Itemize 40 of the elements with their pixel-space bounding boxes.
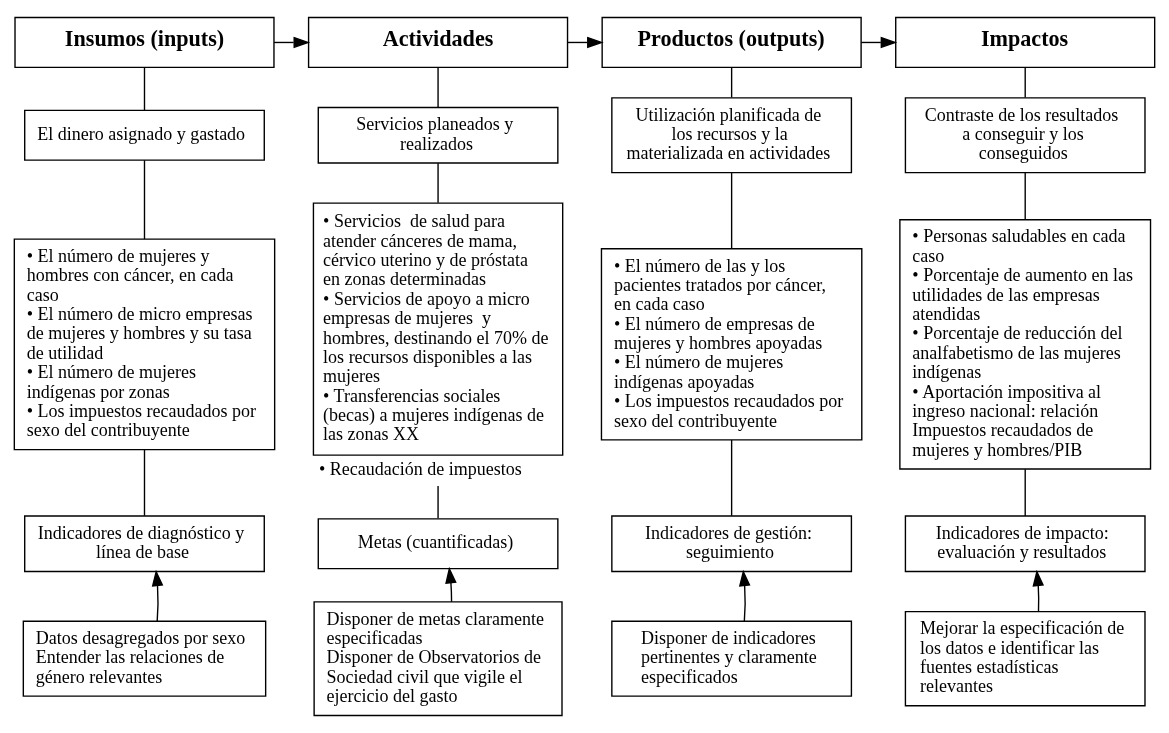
connector [730, 66, 733, 99]
node-box: Disponer de indicadores pertinentes y claramente especificados [611, 620, 853, 697]
arrow [445, 566, 457, 603]
node-box: • El número de mujeres y hombres con cáncer, en cada caso • El número de micro empresas de mujeres y hombres y su tasa de utilidad • El número de mujeres indígenas por zonas • Los impuestos recaudados por sexo del contribuyente [13, 238, 276, 451]
node-box: Indicadores de diagnóstico y línea de base [24, 515, 265, 573]
connector [730, 439, 733, 517]
node-box: • Servicios de salud para atender cánceres de mama, cérvico uterino y de próstata en zonas determinadas • Servicios de apoyo a micro empresas de mujeres y hombres, destinando el 70% de los recursos disponibles a las mujeres • Transferencias sociales (becas) a mujeres indígenas de las zonas XX [312, 202, 564, 456]
connector [143, 159, 146, 240]
node-box: Indicadores de impacto: evaluación y resultados [904, 515, 1146, 573]
arrow [860, 36, 898, 49]
node-box: • Personas saludables en cada caso • Porcentaje de aumento en las utilidades de las empresas atendidas • Porcentaje de reducción del analfabetismo de las mujeres indígenas • Aportación impositiva al ingreso nacional: relación Impuestos recaudados de mujeres y hombres/PIB [899, 219, 1152, 470]
node-box: Productos (outputs) [601, 16, 862, 69]
node-box: Actividades [307, 16, 569, 69]
connector [437, 485, 439, 520]
node-box: Utilización planificada de los recursos y la materializada en actividades [611, 97, 853, 174]
connector [730, 172, 733, 250]
connector [437, 66, 439, 109]
node-box: Metas (cuantificadas) [317, 518, 559, 570]
connector [1024, 172, 1026, 221]
node-box: Servicios planeados y realizados [317, 106, 559, 164]
node-box: Contraste de los resultados a conseguir y los conseguidos [904, 97, 1146, 174]
arrow [151, 569, 164, 622]
node-box: Datos desagregados por sexo Entender las relaciones de género relevantes [22, 620, 267, 697]
node-box: • El número de las y los pacientes tratados por cáncer, en cada caso • El número de empresas de mujeres y hombres apoyadas • El número de mujeres indígenas apoyadas • Los impuestos recaudados por sexo del contribuyente [600, 248, 863, 441]
node-box: Mejorar la especificación de los datos e identificar las fuentes estadísticas relevantes [904, 610, 1146, 707]
node-box: Impactos [895, 16, 1156, 69]
node-box: Insumos (inputs) [14, 16, 275, 69]
arrow [738, 569, 751, 622]
arrow [273, 36, 311, 49]
connector [1024, 468, 1026, 517]
arrow [1032, 569, 1045, 612]
connector [143, 66, 146, 111]
connector [143, 449, 146, 517]
node-label: • Recaudación de impuestos [318, 459, 522, 480]
node-box: Disponer de metas claramente especificadas Disponer de Observatorios de Sociedad civil que vigile el ejercicio del gasto [313, 601, 563, 717]
connector [1024, 66, 1026, 99]
connector [437, 162, 439, 204]
arrow [566, 36, 604, 49]
node-box: Indicadores de gestión: seguimiento [611, 515, 853, 573]
node-box: El dinero asignado y gastado [24, 109, 265, 161]
